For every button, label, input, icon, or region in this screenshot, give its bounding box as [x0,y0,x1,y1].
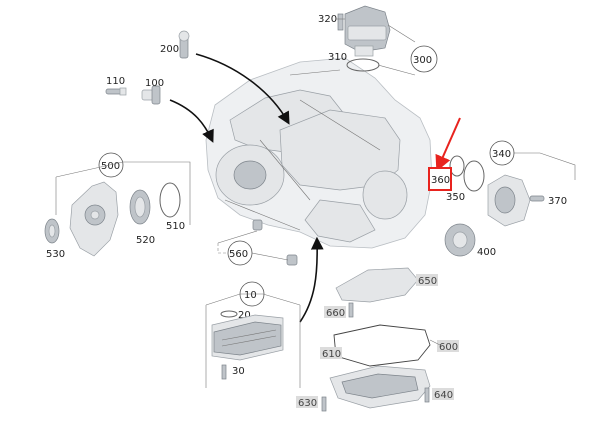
label-100: 100 [145,78,164,89]
highlight-360[interactable]: 360 [428,117,461,191]
callout-300: 300 [410,45,438,73]
part-group-340: 340 370 350 [446,140,576,227]
label-320: 320 [318,14,337,25]
label-300: 300 [413,55,432,66]
part-group-300 [337,5,416,76]
label-310: 310 [328,52,347,63]
label-400: 400 [477,247,496,258]
part-110: 110 [105,76,127,96]
callout-320: 320 [318,14,345,25]
label-610: 610 [322,349,341,360]
label-340: 340 [492,149,511,160]
label-640: 640 [434,390,453,401]
label-660: 660 [326,308,345,319]
part-group-500: 500 530 520 510 [44,152,191,260]
label-370: 370 [548,196,567,207]
part-650: 650 [335,267,438,303]
arrow-200 [195,53,290,125]
part-group-560: 560 [217,219,298,266]
label-600: 600 [439,342,458,353]
arrow-10 [299,236,324,323]
part-group-10: 10 20 30 [205,281,301,388]
part-660: 660 [324,302,354,319]
arrow-100 [169,99,214,143]
part-200: 200 [160,30,190,59]
part-group-600: 610 600 630 640 [296,324,459,412]
label-530: 530 [46,249,65,260]
label-360: 360 [431,175,450,186]
label-20: 20 [238,310,251,321]
label-520: 520 [136,235,155,246]
transmission-housing [205,57,433,249]
label-350: 350 [446,192,465,203]
label-560: 560 [229,249,248,260]
label-10: 10 [244,290,257,301]
label-630: 630 [298,398,317,409]
part-100: 100 [141,78,164,105]
part-400: 400 [444,223,496,258]
callout-310: 310 [328,52,347,63]
label-200: 200 [160,44,179,55]
label-500: 500 [101,161,120,172]
label-650: 650 [418,276,437,287]
label-510: 510 [166,221,185,232]
label-30: 30 [232,366,245,377]
label-110: 110 [106,76,125,87]
